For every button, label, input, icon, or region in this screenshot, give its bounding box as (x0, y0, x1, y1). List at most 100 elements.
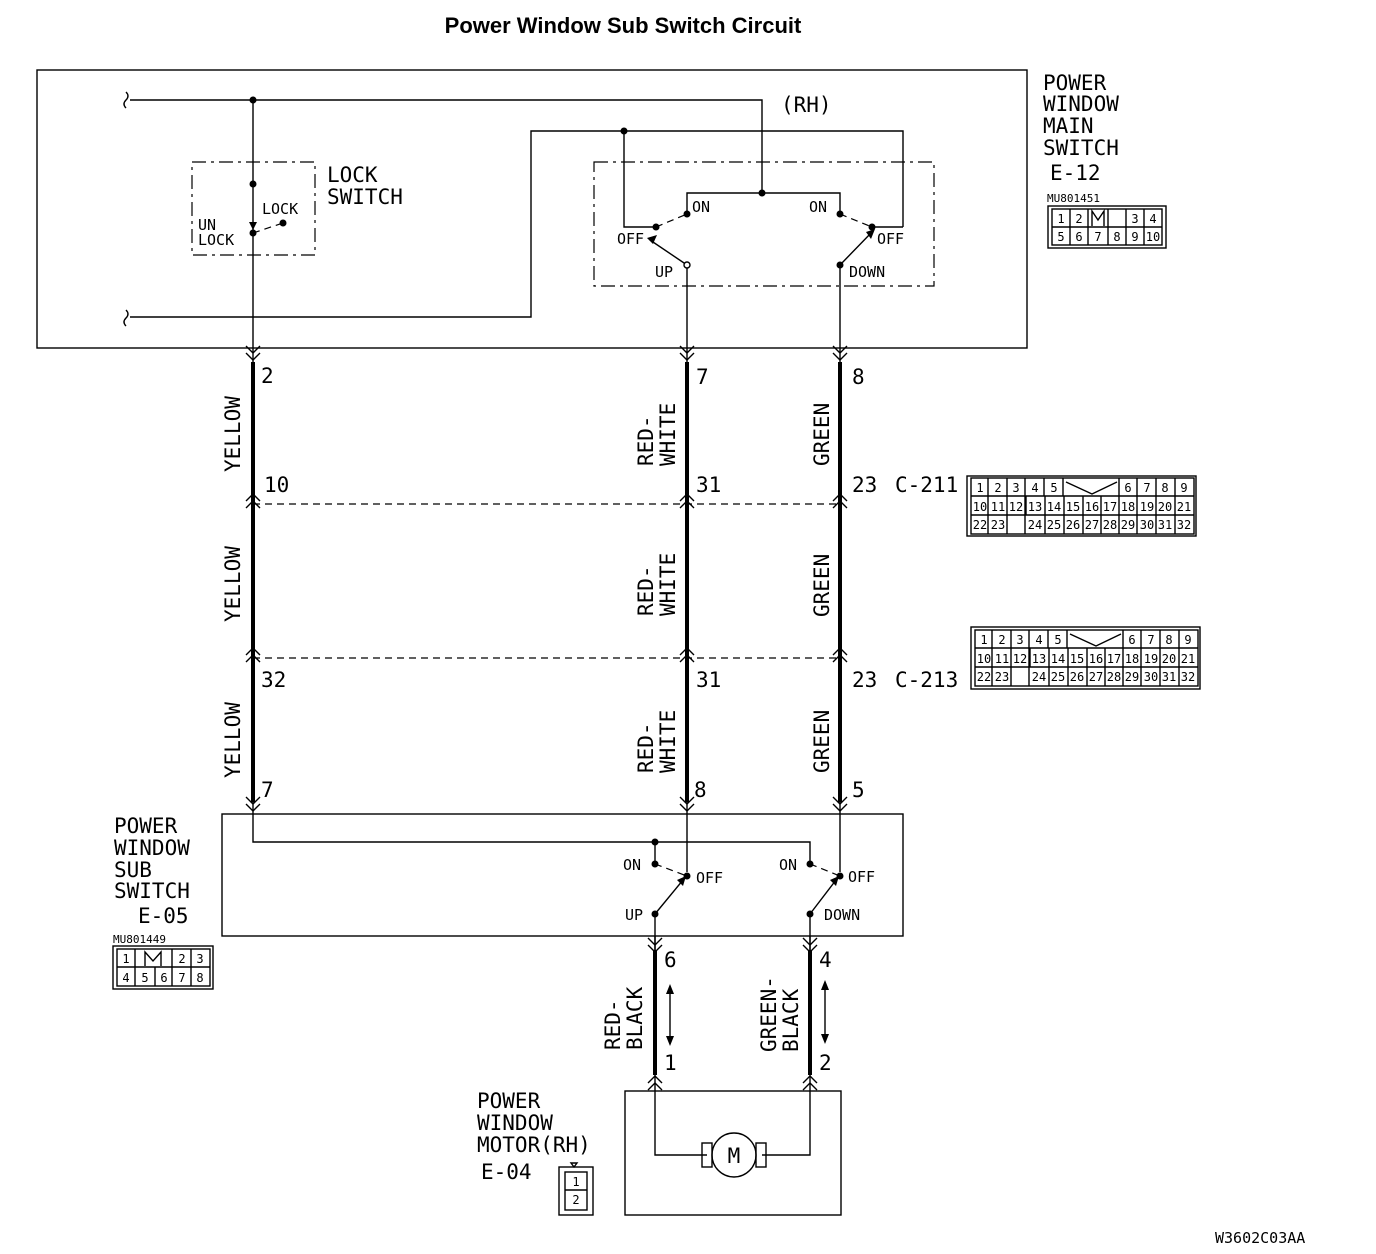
svg-text:3: 3 (1016, 633, 1023, 647)
pin-e12-7: 7 (696, 365, 709, 389)
svg-text:9: 9 (1180, 481, 1187, 495)
svg-text:15: 15 (1066, 500, 1080, 514)
sub-off-right: OFF (848, 868, 875, 886)
rh-down: DOWN (849, 263, 885, 281)
svg-text:32: 32 (1177, 518, 1191, 532)
svg-text:32: 32 (1181, 670, 1195, 684)
harness-wires: 2 7 8 10 31 23 32 31 23 7 8 5 YELLOW YEL… (221, 345, 877, 814)
svg-text:22: 22 (973, 518, 987, 532)
svg-text:5: 5 (1050, 481, 1057, 495)
direction-arrow-right (821, 980, 829, 1044)
svg-text:4: 4 (122, 971, 129, 985)
svg-text:9: 9 (1184, 633, 1191, 647)
sub-off-left: OFF (696, 869, 723, 887)
sub-switch-name-3: SUB (114, 858, 152, 882)
svg-text:11: 11 (991, 500, 1005, 514)
wire-label-redwhite-3b: WHITE (656, 710, 680, 773)
pin-c211-10: 10 (264, 473, 289, 497)
svg-text:30: 30 (1140, 518, 1154, 532)
connector-c211: C-211 1 2 3 4 5 6 7 8 9 10 11 12 13 14 1… (895, 473, 1197, 537)
pin-e12-8: 8 (852, 365, 865, 389)
rh-label: (RH) (781, 93, 832, 117)
connector-c213: C-213 1 2 3 4 5 6 7 8 9 10 11 12 13 14 1… (895, 626, 1201, 692)
rh-on-right: ON (809, 198, 827, 216)
direction-arrow-left (666, 984, 674, 1046)
motor-icon (711, 1132, 757, 1178)
sub-up: UP (625, 906, 643, 924)
sub-switch-connector: 1 2 3 4 5 6 7 8 (112, 945, 214, 990)
svg-text:12: 12 (1009, 500, 1023, 514)
wire-label-redwhite-2a: RED- (634, 565, 658, 616)
svg-text:4: 4 (1035, 633, 1042, 647)
svg-text:2: 2 (998, 633, 1005, 647)
svg-text:5: 5 (1057, 230, 1064, 244)
rh-up: UP (655, 263, 673, 281)
svg-text:3: 3 (196, 952, 203, 966)
svg-text:1: 1 (1057, 212, 1064, 226)
svg-text:13: 13 (1032, 652, 1046, 666)
wire-label-yellow-1: YELLOW (221, 396, 245, 472)
svg-text:16: 16 (1089, 652, 1103, 666)
pin-e05-8: 8 (694, 778, 707, 802)
svg-text:3: 3 (1131, 212, 1138, 226)
wire-label-green-2: GREEN (810, 554, 834, 617)
svg-text:17: 17 (1103, 500, 1117, 514)
pin-e05-5: 5 (852, 778, 865, 802)
svg-text:20: 20 (1162, 652, 1176, 666)
svg-text:7: 7 (178, 971, 185, 985)
pin-e04-1: 1 (664, 1051, 677, 1075)
svg-text:26: 26 (1070, 670, 1084, 684)
sub-down: DOWN (824, 906, 860, 924)
svg-text:14: 14 (1051, 652, 1065, 666)
wire-label-redwhite-1a: RED- (634, 415, 658, 466)
svg-text:27: 27 (1085, 518, 1099, 532)
svg-text:23: 23 (995, 670, 1009, 684)
svg-text:19: 19 (1140, 500, 1154, 514)
wire-label-green-1: GREEN (810, 403, 834, 466)
svg-text:4: 4 (1031, 481, 1038, 495)
svg-text:8: 8 (196, 971, 203, 985)
svg-text:28: 28 (1103, 518, 1117, 532)
svg-text:1: 1 (976, 481, 983, 495)
pin-c213-32: 32 (261, 668, 286, 692)
sub-switch-name-4: SWITCH (114, 879, 190, 903)
motor-name-3: MOTOR(RH) (477, 1133, 591, 1157)
svg-text:6: 6 (1124, 481, 1131, 495)
svg-text:15: 15 (1070, 652, 1084, 666)
svg-text:24: 24 (1032, 670, 1046, 684)
sub-switch-code: E-05 (138, 904, 189, 928)
svg-text:14: 14 (1047, 500, 1061, 514)
svg-text:2: 2 (1075, 212, 1082, 226)
svg-text:7: 7 (1143, 481, 1150, 495)
svg-text:31: 31 (1162, 670, 1176, 684)
svg-text:1: 1 (122, 952, 129, 966)
svg-text:2: 2 (178, 952, 185, 966)
svg-text:8: 8 (1165, 633, 1172, 647)
svg-text:6: 6 (160, 971, 167, 985)
sub-switch-box (221, 813, 904, 937)
figure-code: W3602C03AA (1215, 1229, 1305, 1247)
svg-text:25: 25 (1051, 670, 1065, 684)
wire-label-greenblack-a: GREEN- (757, 976, 781, 1052)
sub-switch: ON ON OFF OFF UP DOWN POWER WINDOW SUB S… (112, 813, 904, 990)
svg-text:10: 10 (977, 652, 991, 666)
wire-label-redwhite-2b: WHITE (656, 553, 680, 616)
main-feed-wire (130, 99, 763, 193)
main-switch-name-1: POWER (1043, 71, 1107, 95)
main-switch: LOCK SWITCH LOCK UN LOCK (RH) ON ON OFF … (36, 69, 1167, 349)
main-switch-code: E-12 (1050, 161, 1101, 185)
svg-text:24: 24 (1028, 518, 1042, 532)
svg-text:11: 11 (995, 652, 1009, 666)
unlock-label-2: LOCK (198, 231, 234, 249)
pin-e04-2: 2 (819, 1051, 832, 1075)
svg-text:29: 29 (1125, 670, 1139, 684)
svg-text:12: 12 (1013, 652, 1027, 666)
svg-text:8: 8 (1113, 230, 1120, 244)
svg-text:18: 18 (1125, 652, 1139, 666)
power-window-motor: M POWER WINDOW MOTOR(RH) E-04 1 2 (477, 1089, 842, 1216)
svg-text:27: 27 (1089, 670, 1103, 684)
svg-text:8: 8 (1161, 481, 1168, 495)
c213-code: C-213 (895, 668, 958, 692)
wire-label-redblack-a: RED- (601, 999, 625, 1050)
